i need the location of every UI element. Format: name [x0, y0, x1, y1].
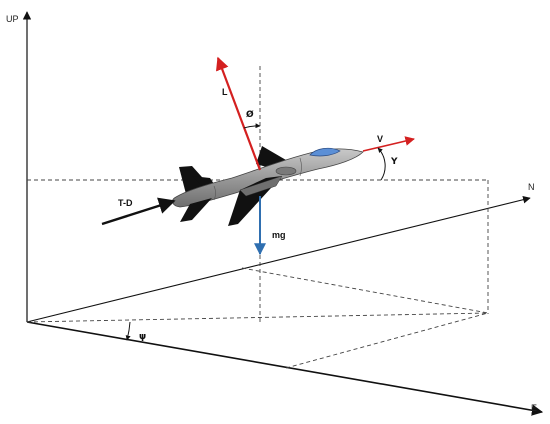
up-axis-label: UP: [6, 14, 19, 24]
aircraft-intake: [275, 166, 297, 176]
lift-vector: [215, 56, 262, 171]
flight-path-angle-arc: [377, 147, 386, 181]
north-to-projection-line: [241, 267, 489, 314]
thrust-drag-vector: [101, 197, 176, 226]
aircraft-panel-line: [299, 157, 302, 177]
east-axis-label: E: [531, 403, 537, 413]
flight-path-angle-label: Υ: [390, 157, 398, 167]
construction-lines: [26, 66, 489, 369]
aircraft-canopy: [309, 147, 341, 157]
north-axis-label: N: [528, 182, 535, 192]
lift-label: L: [222, 87, 228, 97]
east-to-projection-line: [285, 312, 489, 369]
velocity-label: V: [377, 134, 383, 144]
aircraft-near-stabilizer: [180, 198, 212, 222]
weight-label: mg: [272, 230, 286, 240]
aircraft-far-stabilizer: [192, 176, 214, 184]
bank-angle-label: Ø: [246, 109, 254, 120]
aircraft-panel-line-rear: [213, 185, 216, 201]
velocity-vector: [362, 136, 415, 152]
aircraft: [172, 146, 364, 226]
thrust-drag-label: T-D: [118, 198, 133, 208]
ground-projection-line: [26, 312, 489, 323]
bank-angle-arc: [243, 123, 261, 129]
north-axis: [26, 195, 531, 323]
heading-angle-label: ψ: [139, 332, 146, 342]
aircraft-wing-root: [239, 175, 283, 197]
heading-angle-arc: [125, 321, 131, 341]
east-axis: [26, 321, 544, 416]
